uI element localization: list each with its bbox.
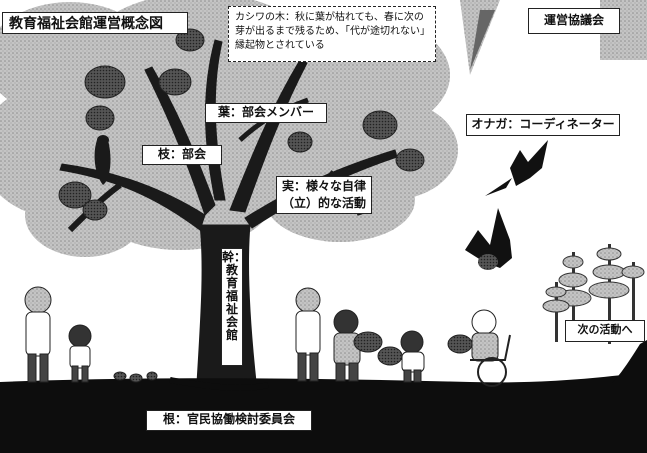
person-icon [333,309,361,382]
coordinator-label: オナガ：コーディネーター [466,114,620,136]
person-icon [295,287,321,382]
trunk-label: 幹：教育福祉会館 [221,248,246,366]
flower-bunch-icon [113,331,473,383]
onaga-bird-icon [465,140,548,270]
edge-tree [612,340,647,383]
ground [0,372,647,453]
person-icon [400,330,425,383]
person-icon [24,286,52,383]
diagram-title: 教育福祉会館運営概念図 [2,12,188,34]
next-activity-label: 次の活動へ [565,320,645,342]
leaf-label: 葉：部会メンバー [205,103,327,123]
branch-label: 枝：部会 [142,145,222,165]
council-label: 運営協議会 [528,8,620,34]
fruit-label: 実：様々な自律（立）的な活動 [276,176,372,214]
wheelchair-person-icon [470,309,511,387]
sapling-icon [542,244,645,344]
person-icon [68,324,92,383]
tree-bird-icon [94,135,111,185]
root-label: 根：官民協働検討委員会 [146,410,312,431]
oak-note: カシワの木：秋に葉が枯れても、春に次の芽が出るまで残るため、「代が途切れない」縁… [228,6,436,62]
people-group [24,286,511,387]
